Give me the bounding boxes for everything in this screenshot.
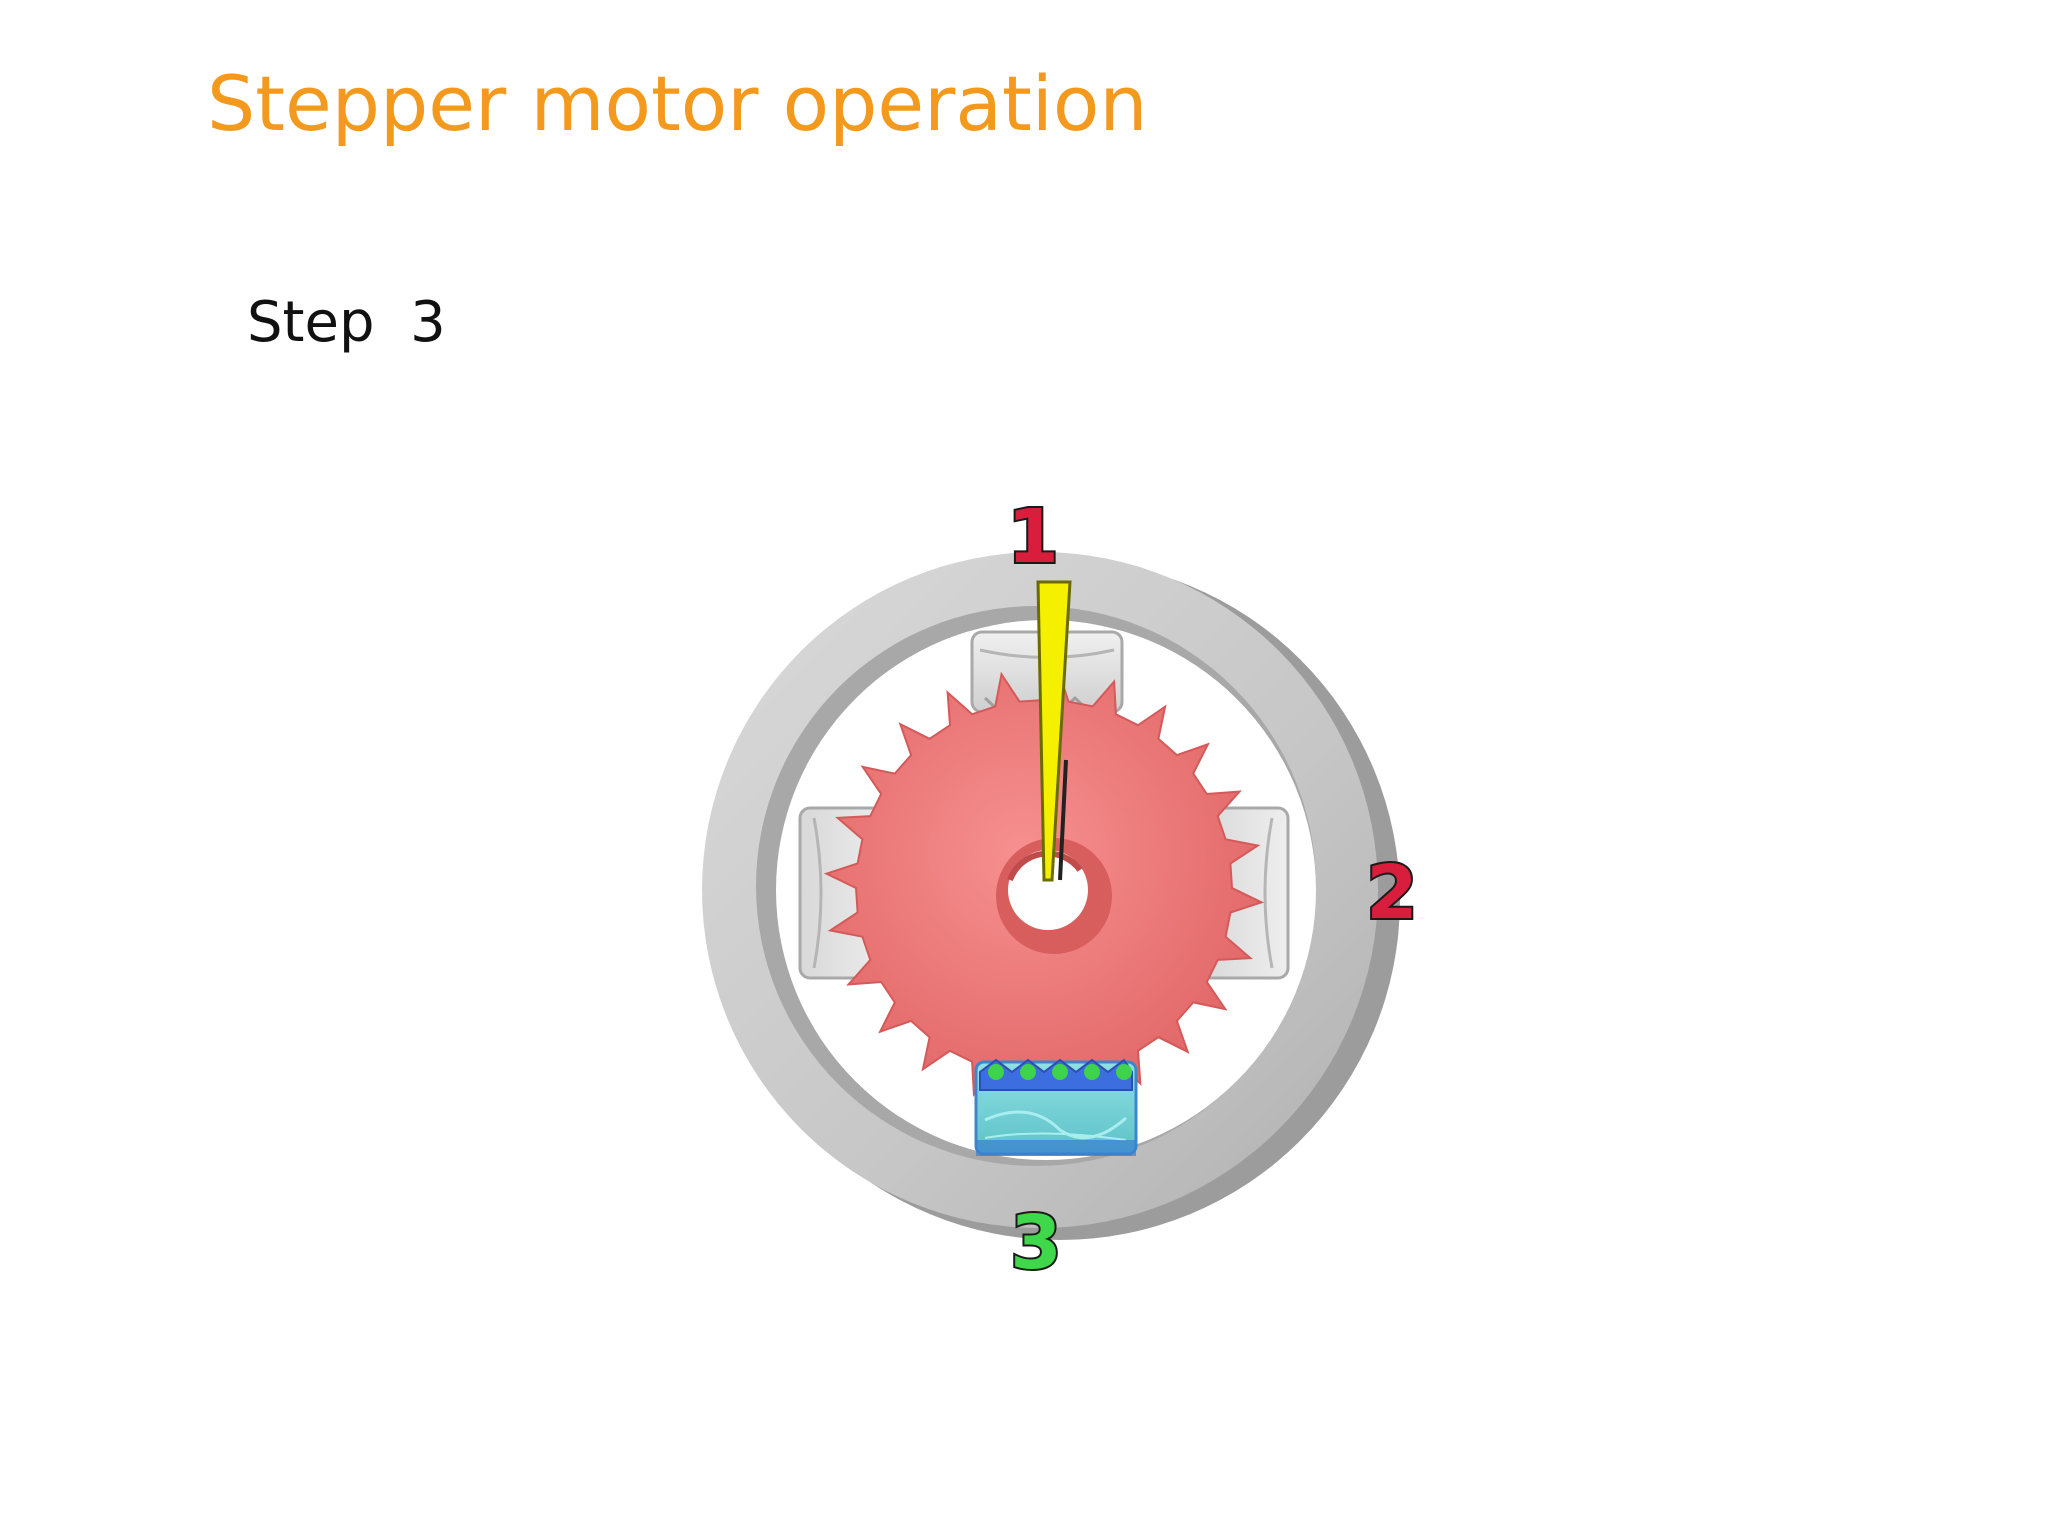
- rotor-pointer: [1036, 580, 1072, 882]
- slide-title: Stepper motor operation: [207, 59, 1148, 148]
- pole-label-2: 2: [1366, 850, 1418, 936]
- step-label: Step 3: [247, 290, 446, 355]
- pole-label-1: 1: [1007, 494, 1059, 580]
- stator-pole-3-active: [974, 1058, 1138, 1156]
- rotor-hub-hole: [1008, 850, 1088, 930]
- rotor: [823, 667, 1265, 1109]
- pole-label-3: 3: [1010, 1200, 1062, 1286]
